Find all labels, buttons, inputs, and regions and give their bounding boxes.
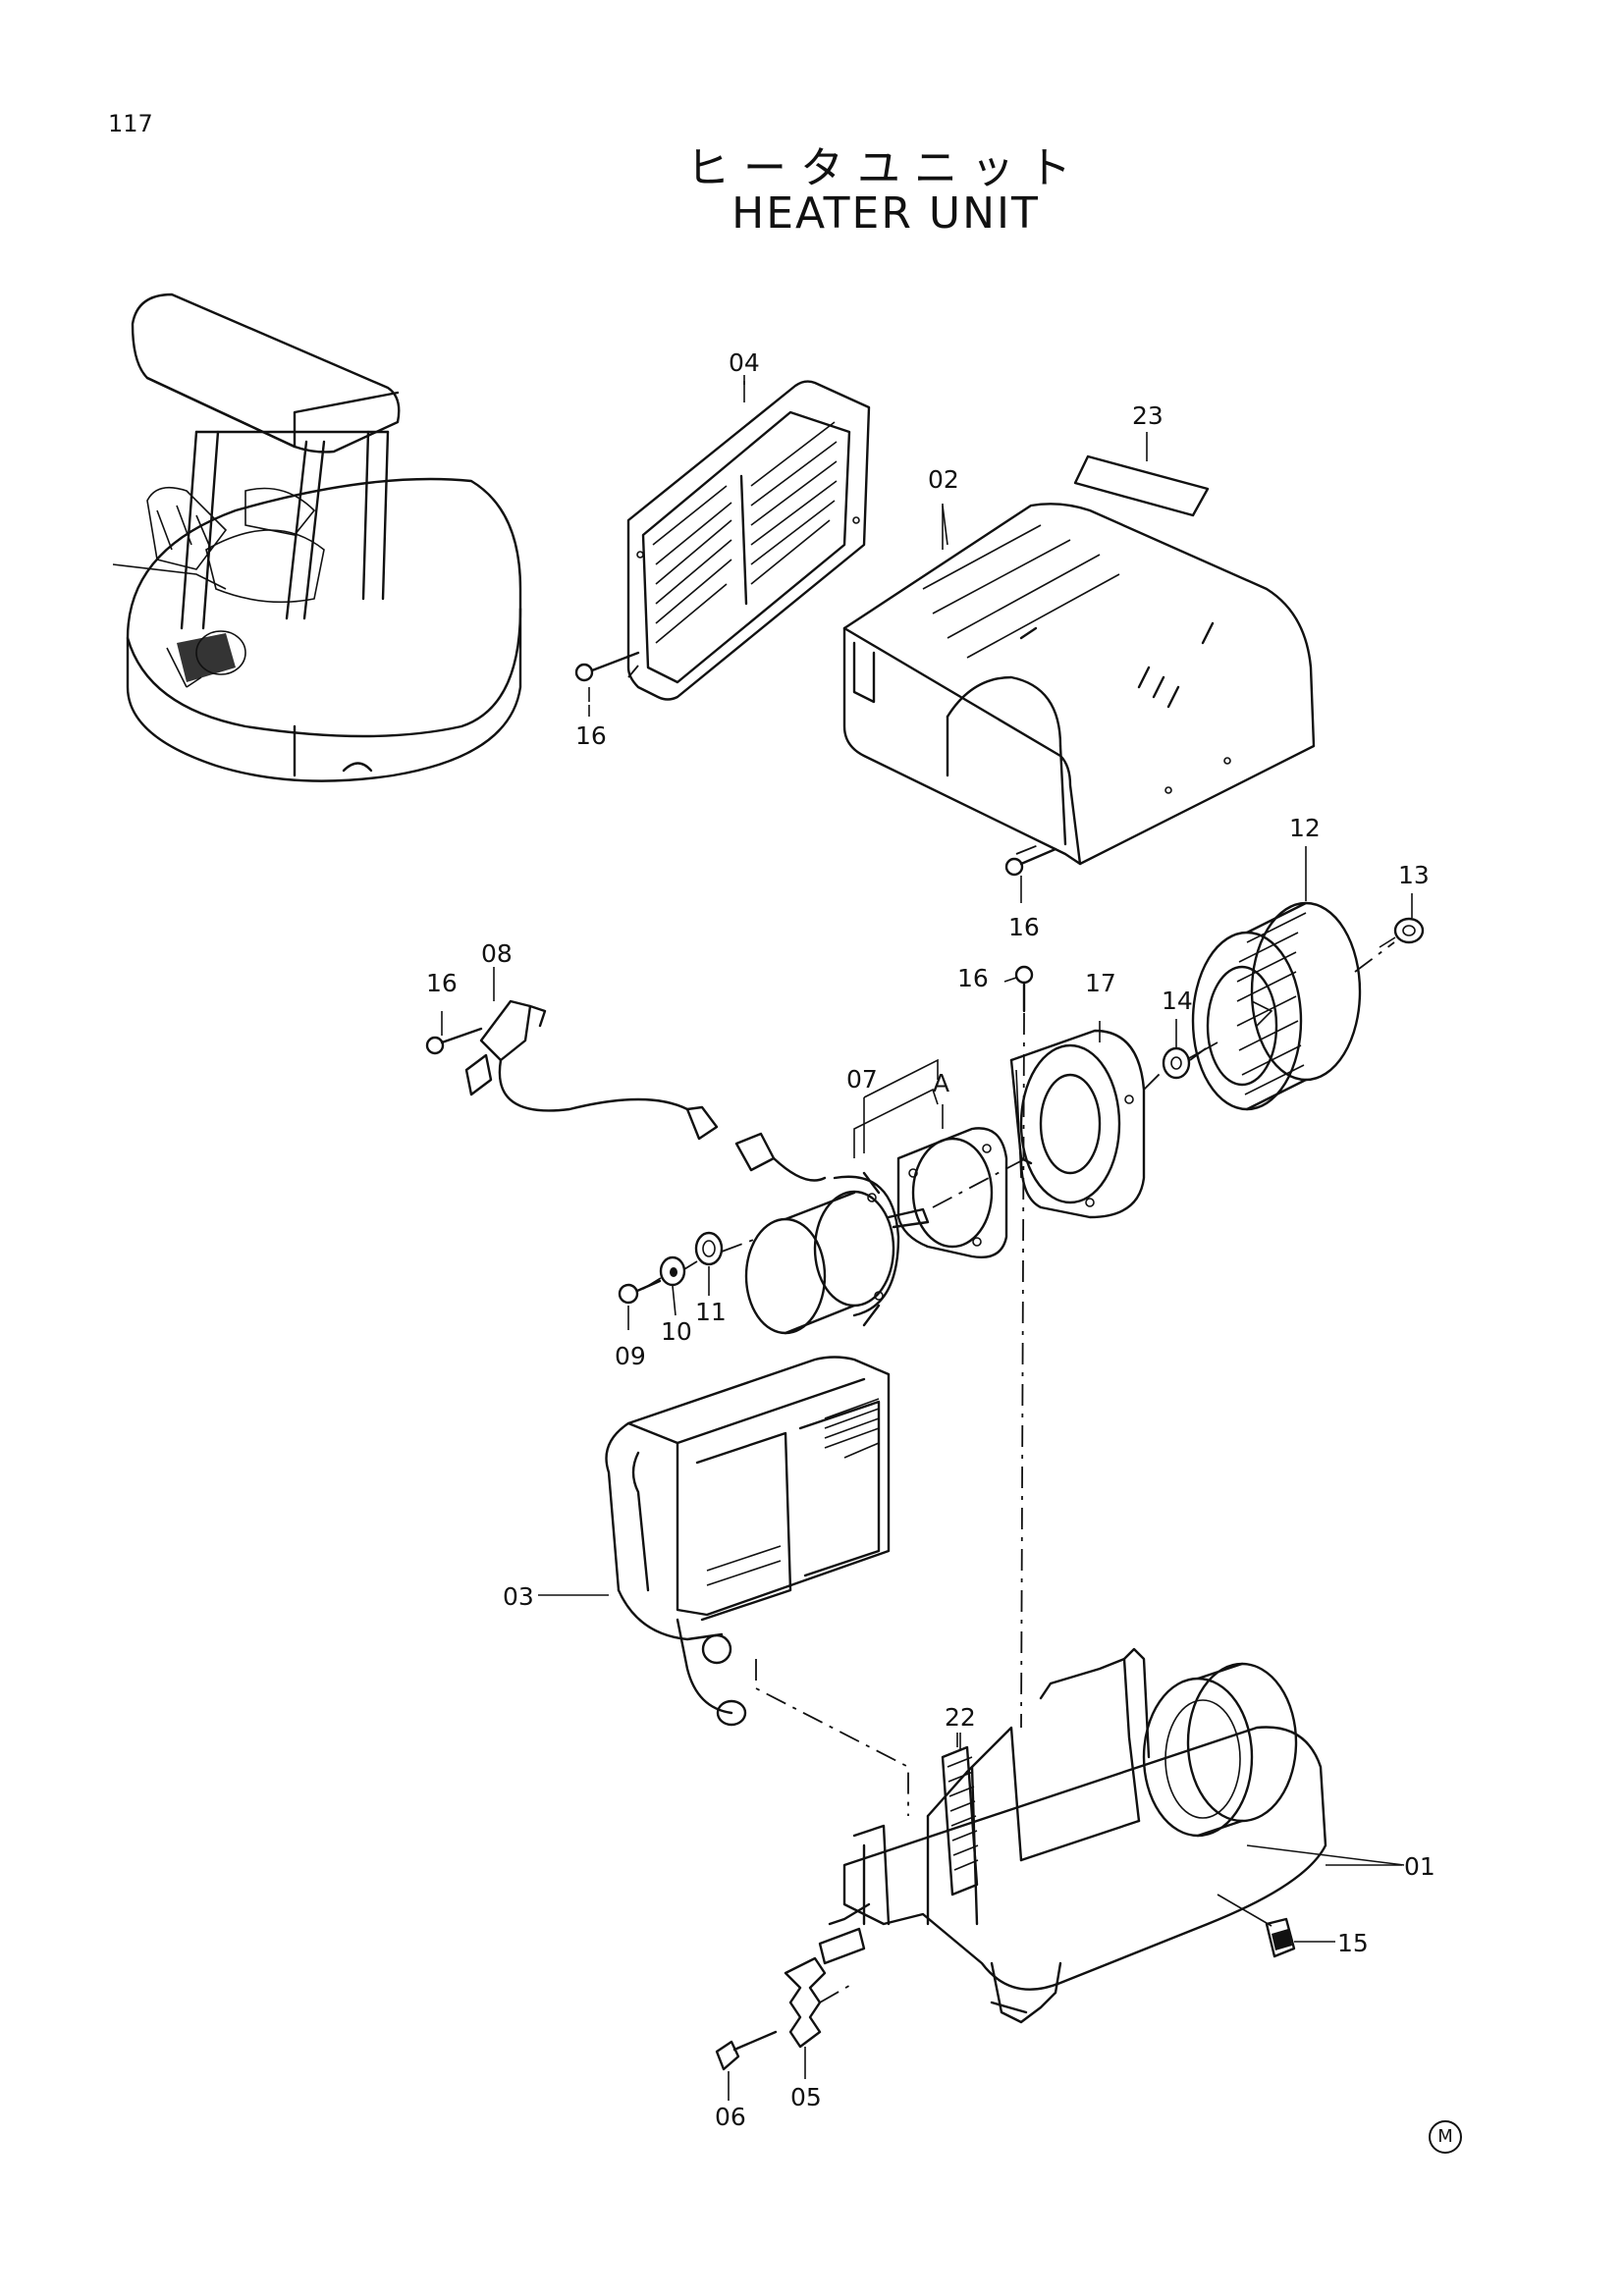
assembly-guide-lines bbox=[627, 665, 1395, 2003]
part-03-heater-core bbox=[605, 1356, 891, 1727]
label-16-c: 16 bbox=[957, 964, 989, 992]
label-14: 14 bbox=[1162, 987, 1193, 1015]
part-12-fan-wheel bbox=[1191, 901, 1362, 1111]
label-16-b: 16 bbox=[1008, 913, 1040, 941]
label-11: 11 bbox=[695, 1298, 727, 1326]
part-02-heater-cover bbox=[842, 503, 1316, 866]
label-12: 12 bbox=[1289, 814, 1321, 842]
label-17: 17 bbox=[1085, 969, 1116, 997]
part-13-nut bbox=[1379, 917, 1425, 948]
title-japanese: ヒータユニット bbox=[686, 143, 1085, 193]
label-10: 10 bbox=[661, 1317, 692, 1346]
page-number: 117 bbox=[108, 110, 153, 137]
label-15: 15 bbox=[1337, 1929, 1369, 1957]
label-01: 01 bbox=[1404, 1852, 1435, 1881]
label-A: A bbox=[933, 1069, 949, 1097]
excavator-overview-illustration bbox=[112, 293, 522, 782]
label-13: 13 bbox=[1398, 861, 1430, 889]
label-07: 07 bbox=[846, 1065, 878, 1094]
title-english: HEATER UNIT bbox=[731, 188, 1040, 239]
part-05-bracket bbox=[784, 1956, 827, 2066]
label-08: 08 bbox=[481, 939, 513, 968]
part-08-resistor-harness bbox=[464, 999, 827, 1182]
part-04-filter-frame bbox=[626, 380, 871, 701]
part-10-collar bbox=[659, 1255, 686, 1287]
part-labels: 04 23 02 16 16 12 13 16 17 14 08 16 07 A… bbox=[426, 348, 1435, 2131]
part-A-gasket bbox=[896, 1127, 1008, 1258]
part-06-bolt bbox=[715, 2030, 778, 2071]
label-09: 09 bbox=[615, 1342, 646, 1370]
part-11-bushing bbox=[694, 1231, 724, 1266]
part-07-blower-motor bbox=[744, 1088, 939, 1335]
label-23: 23 bbox=[1132, 401, 1164, 430]
part-16-screw-b bbox=[1004, 847, 1057, 895]
label-leader-lines bbox=[441, 381, 1413, 2101]
part-16-screw-c bbox=[1014, 965, 1034, 1013]
part-22-seal-foam bbox=[941, 1733, 979, 1896]
registered-mark: M bbox=[1429, 2120, 1462, 2154]
part-16-screw-a bbox=[574, 651, 640, 702]
label-05: 05 bbox=[790, 2083, 822, 2111]
part-16-screw-d bbox=[425, 1027, 483, 1055]
part-09-screw bbox=[618, 1279, 662, 1305]
label-22: 22 bbox=[945, 1703, 976, 1732]
part-23-label bbox=[1073, 454, 1210, 517]
part-15-grommet bbox=[1217, 1894, 1296, 1958]
part-07-leader-bracket bbox=[863, 1058, 939, 1098]
part-17-fan-case bbox=[1009, 1029, 1146, 1219]
label-16-d: 16 bbox=[426, 969, 458, 997]
label-06: 06 bbox=[715, 2103, 746, 2131]
label-16-a: 16 bbox=[575, 721, 607, 750]
label-02: 02 bbox=[928, 465, 959, 494]
label-04: 04 bbox=[729, 348, 760, 377]
label-03: 03 bbox=[503, 1582, 534, 1611]
part-01-heater-case bbox=[818, 1647, 1405, 2024]
